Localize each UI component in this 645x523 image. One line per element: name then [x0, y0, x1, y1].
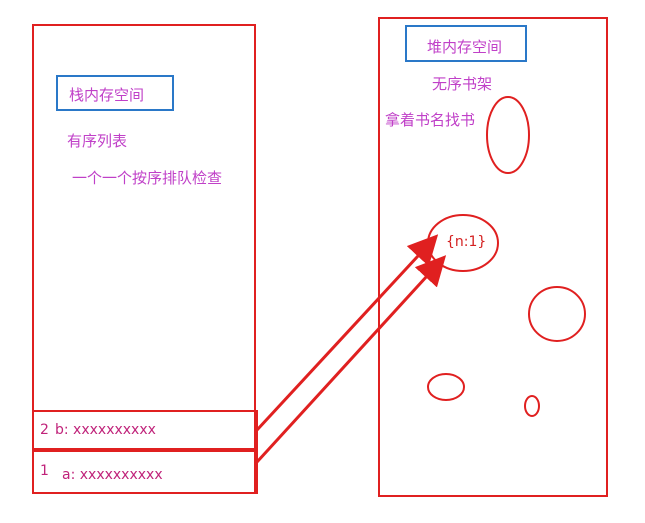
heap-ellipse-small [427, 373, 465, 401]
stack-row-b-index: 2 [40, 422, 49, 438]
heap-desc-find-by-name: 拿着书名找书 [385, 111, 476, 129]
stack-row-b-text: b: xxxxxxxxxx [55, 422, 156, 438]
heap-ellipse-tall [486, 96, 530, 174]
stack-row-a-index: 1 [40, 463, 49, 479]
heap-label: 堆内存空间 [427, 38, 503, 56]
heap-ellipse-right [528, 286, 586, 342]
heap-label-box [405, 25, 527, 62]
stack-label-box [56, 75, 174, 111]
heap-memory-box [378, 17, 608, 497]
heap-object-label: {n:1} [446, 234, 487, 250]
stack-row-a [32, 450, 258, 494]
heap-ellipse-tiny [524, 395, 540, 417]
arrow-a-to-object [255, 255, 447, 464]
stack-row-a-text: a: xxxxxxxxxx [62, 467, 163, 483]
stack-label: 栈内存空间 [69, 86, 145, 104]
heap-desc-unordered-shelf: 无序书架 [432, 75, 493, 93]
stack-desc-check-in-order: 一个一个按序排队检查 [72, 169, 223, 187]
arrow-b-to-object [255, 234, 439, 432]
stack-desc-ordered-list: 有序列表 [67, 132, 128, 150]
